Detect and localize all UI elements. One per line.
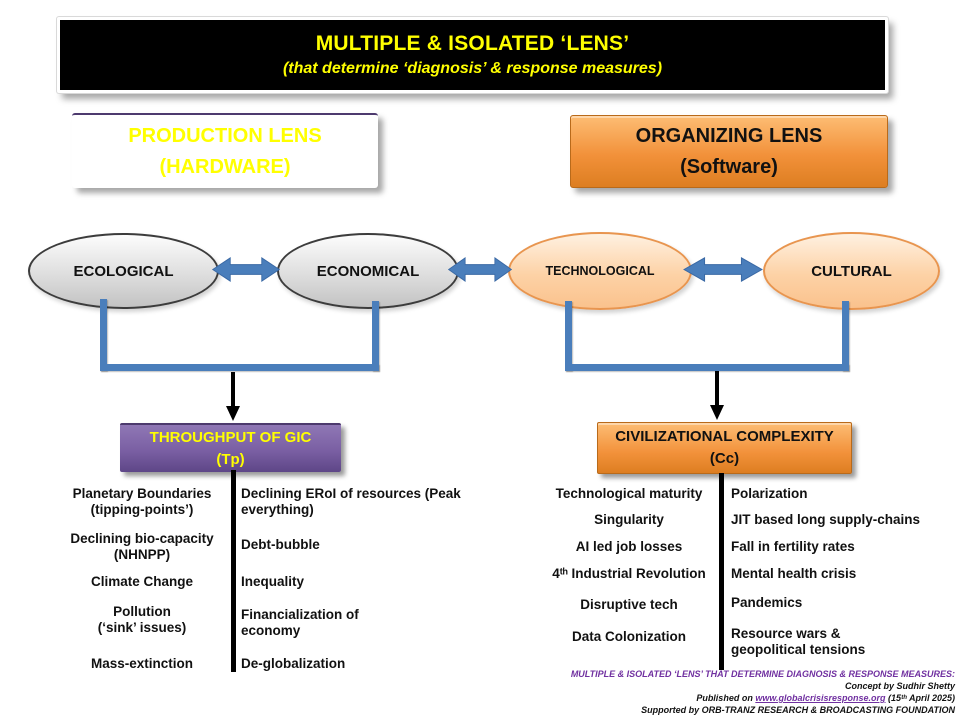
ellipse-technological-label: TECHNOLOGICAL <box>545 264 655 278</box>
slide-title-banner: MULTIPLE & ISOLATED ‘LENS’ (that determi… <box>57 17 888 93</box>
slide-subtitle: (that determine ‘diagnosis’ & response m… <box>282 60 663 77</box>
complexity-box-line1: CIVILIZATIONAL COMPLEXITY <box>615 428 834 446</box>
ellipse-ecological: ECOLOGICAL <box>28 233 219 309</box>
footer-supported-line: Supported by ORB-TRANZ RESEARCH & BROADC… <box>641 705 955 715</box>
slide-title: MULTIPLE & ISOLATED ‘LENS’ <box>315 32 630 55</box>
complexity-list-divider <box>719 473 724 670</box>
list-item: 4ᵗʰ Industrial Revolution <box>552 566 706 581</box>
list-item: Fall in fertility rates <box>731 539 855 554</box>
list-item: Disruptive tech <box>580 597 678 612</box>
bracket-right-horizontal <box>565 364 849 371</box>
organizing-lens-line1: ORGANIZING LENS <box>635 124 823 147</box>
throughput-box-line1: THROUGHPUT OF GIC <box>149 428 312 446</box>
list-item: Mass-extinction <box>90 656 194 671</box>
bracket-right-vertical-1 <box>565 301 572 371</box>
footer-title-line: MULTIPLE & ISOLATED ‘LENS’ THAT DETERMIN… <box>570 669 955 679</box>
double-arrow-icon <box>682 255 764 284</box>
list-item: JIT based long supply-chains <box>731 512 921 527</box>
list-item: Mental health crisis <box>731 566 857 581</box>
complexity-list-left: Technological maturity Singularity AI le… <box>543 486 715 645</box>
list-item: Polarization <box>731 486 808 501</box>
down-arrow-icon <box>709 371 725 426</box>
list-item: Inequality <box>241 574 305 589</box>
ellipse-economical: ECONOMICAL <box>277 233 459 309</box>
list-item: Resource wars & geopolitical tensions <box>731 626 866 657</box>
list-item: Singularity <box>594 512 664 527</box>
throughput-box: THROUGHPUT OF GIC (Tp) <box>120 423 341 472</box>
complexity-box: CIVILIZATIONAL COMPLEXITY (Cc) <box>597 422 852 474</box>
list-item: De-globalization <box>241 656 346 671</box>
complexity-list-right: Polarization JIT based long supply-chain… <box>731 486 951 658</box>
complexity-box-line2: (Cc) <box>709 450 740 467</box>
ellipse-technological: TECHNOLOGICAL <box>508 232 692 310</box>
organizing-lens-line2: (Software) <box>680 155 778 178</box>
footer-published-prefix: Published on <box>696 693 756 703</box>
production-lens-box: PRODUCTION LENS (HARDWARE) <box>72 113 378 188</box>
production-lens-line2: (HARDWARE) <box>159 155 291 178</box>
footer-published-line: Published on www.globalcrisisresponse.or… <box>535 692 955 704</box>
bracket-left-vertical-1 <box>100 299 107 371</box>
organizing-lens-box: ORGANIZING LENS (Software) <box>570 115 888 188</box>
list-item: Financialization of economy <box>241 607 359 638</box>
ellipse-economical-label: ECONOMICAL <box>316 262 420 280</box>
list-item: Declining bio-capacity (NHNPP) <box>70 531 214 562</box>
list-item: Declining ERoI of resources (Peak everyt… <box>241 486 461 517</box>
bracket-left-horizontal <box>100 364 379 371</box>
list-item: Pandemics <box>731 595 803 610</box>
footer-website-link[interactable]: www.globalcrisisresponse.org <box>755 693 886 703</box>
bracket-left-vertical-2 <box>372 301 379 371</box>
ellipse-cultural-label: CULTURAL <box>811 262 892 280</box>
production-lens-line1: PRODUCTION LENS <box>128 124 322 147</box>
throughput-list-right: Declining ERoI of resources (Peak everyt… <box>241 486 476 672</box>
credits-footer: MULTIPLE & ISOLATED ‘LENS’ THAT DETERMIN… <box>535 668 955 716</box>
ellipse-cultural: CULTURAL <box>763 232 940 310</box>
footer-published-suffix: (15ᵗʰ April 2025) <box>885 693 955 703</box>
list-item: Debt-bubble <box>241 537 320 552</box>
list-item: Planetary Boundaries (tipping-points’) <box>72 486 212 517</box>
throughput-list-left: Planetary Boundaries (tipping-points’) D… <box>56 486 228 672</box>
list-item: AI led job losses <box>575 539 683 554</box>
list-item: Technological maturity <box>555 486 703 501</box>
throughput-box-line2: (Tp) <box>216 450 245 468</box>
double-arrow-icon <box>211 255 281 284</box>
ellipse-ecological-label: ECOLOGICAL <box>73 262 174 280</box>
down-arrow-icon <box>225 372 241 427</box>
list-item: Data Colonization <box>572 629 686 644</box>
throughput-list-divider <box>231 470 236 672</box>
list-item: Climate Change <box>90 574 194 589</box>
footer-concept-line: Concept by Sudhir Shetty <box>844 681 955 691</box>
double-arrow-icon <box>447 255 513 284</box>
list-item: Pollution (‘sink’ issues) <box>97 604 187 635</box>
bracket-right-vertical-2 <box>842 301 849 371</box>
